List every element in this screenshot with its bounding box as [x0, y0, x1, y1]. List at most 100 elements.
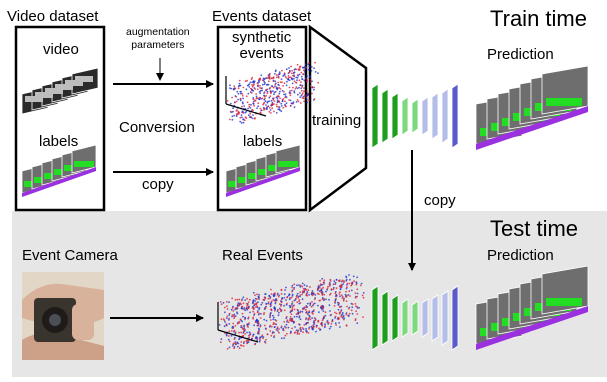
event-point — [300, 89, 303, 92]
event-point — [264, 327, 267, 330]
event-point — [226, 317, 228, 319]
event-point — [237, 93, 240, 95]
event-point — [241, 306, 243, 309]
event-point — [270, 308, 273, 311]
event-point — [297, 93, 299, 96]
event-point — [335, 278, 338, 281]
event-point — [238, 347, 241, 350]
event-point — [315, 326, 318, 328]
event-point — [270, 112, 272, 114]
event-point — [313, 323, 315, 325]
event-point — [268, 96, 271, 99]
event-point — [317, 319, 320, 322]
event-point — [301, 93, 303, 96]
event-point — [278, 331, 280, 334]
event-point — [269, 313, 272, 316]
event-point — [257, 79, 260, 82]
event-point — [284, 325, 286, 328]
event-point — [295, 76, 298, 79]
event-point — [261, 335, 263, 338]
event-point — [301, 290, 304, 293]
event-point — [302, 73, 304, 76]
event-point — [288, 69, 291, 72]
event-point — [321, 298, 324, 301]
event-point — [246, 304, 249, 307]
event-point — [241, 299, 243, 302]
event-point — [237, 111, 240, 114]
event-point — [259, 92, 262, 95]
event-point — [302, 92, 304, 94]
event-point — [305, 66, 308, 69]
network-layer — [401, 298, 409, 338]
event-point — [289, 105, 292, 107]
event-point — [270, 77, 273, 79]
event-point — [312, 309, 315, 311]
event-point — [240, 303, 243, 305]
event-point — [334, 292, 337, 295]
event-point — [224, 321, 226, 323]
event-point — [251, 76, 254, 79]
event-point — [275, 328, 278, 331]
event-point — [276, 327, 279, 330]
event-point — [265, 89, 267, 92]
event-point — [306, 322, 309, 324]
event-point — [263, 308, 266, 311]
event-point — [264, 340, 266, 343]
event-point — [301, 66, 304, 69]
event-point — [323, 299, 325, 302]
event-point — [295, 81, 298, 84]
event-point — [326, 287, 329, 290]
event-point — [301, 327, 304, 329]
event-point — [292, 101, 295, 103]
event-point — [279, 97, 281, 100]
event-point — [289, 94, 292, 97]
event-point — [257, 105, 260, 108]
event-point — [291, 290, 293, 293]
video-frame-highlight — [45, 88, 63, 94]
event-point — [285, 303, 288, 306]
event-point — [275, 112, 278, 114]
event-point — [231, 118, 234, 121]
event-point — [253, 117, 256, 120]
prediction-purple-strip — [476, 306, 588, 350]
event-point — [269, 297, 271, 300]
event-point — [268, 80, 270, 83]
event-point — [257, 324, 260, 327]
event-point — [247, 341, 250, 343]
event-point — [324, 314, 327, 317]
event-point — [284, 93, 287, 95]
event-point — [351, 303, 354, 306]
event-point — [219, 301, 222, 303]
event-point — [330, 288, 333, 291]
event-point — [335, 287, 338, 290]
event-point — [279, 308, 282, 310]
event-point — [361, 294, 364, 297]
event-point — [334, 317, 336, 319]
event-point — [300, 87, 303, 90]
event-point — [302, 287, 305, 290]
event-point — [265, 83, 268, 86]
event-point — [284, 75, 287, 78]
event-point — [334, 300, 336, 303]
event-point — [258, 293, 260, 296]
event-point — [236, 90, 239, 93]
event-point — [290, 89, 293, 92]
event-point — [308, 294, 310, 296]
event-point — [220, 318, 223, 321]
event-point — [319, 287, 321, 289]
event-point — [312, 310, 315, 313]
network-layer — [391, 92, 399, 140]
event-point — [290, 313, 293, 315]
event-point — [347, 294, 350, 296]
event-point — [245, 95, 248, 98]
event-point — [339, 288, 342, 290]
event-point — [232, 327, 235, 330]
event-point — [228, 323, 231, 325]
event-point — [297, 100, 300, 103]
event-point — [305, 311, 308, 314]
event-point — [299, 102, 302, 104]
event-point — [277, 81, 280, 84]
event-point — [362, 292, 365, 294]
event-point — [299, 92, 301, 94]
